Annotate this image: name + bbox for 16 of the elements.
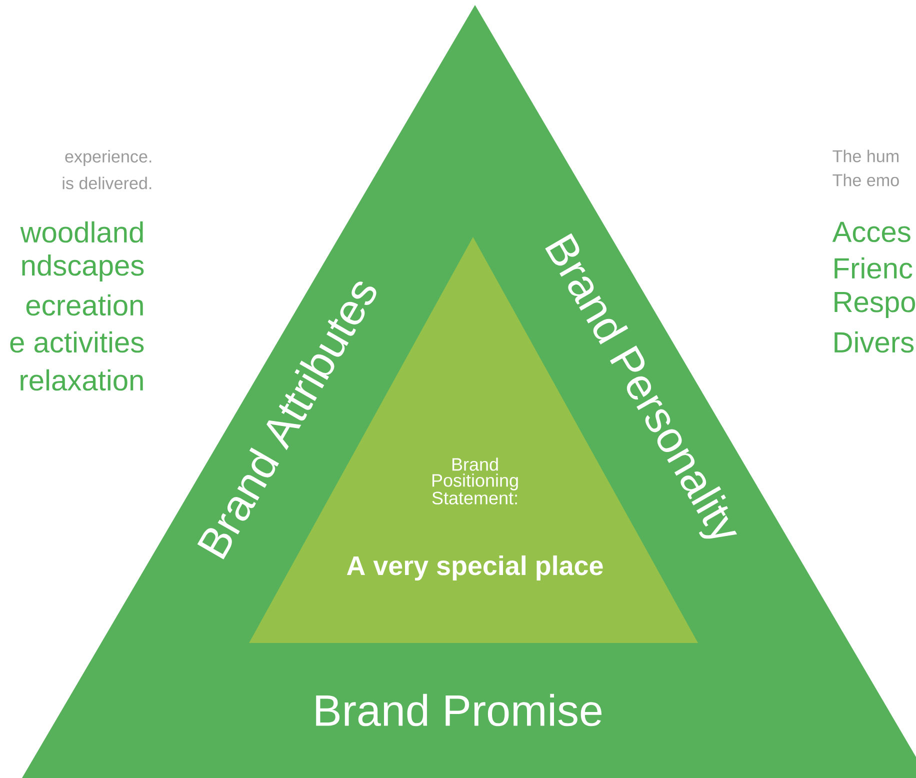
list-item: e activities	[10, 331, 144, 353]
list-item: Divers	[834, 331, 914, 353]
list-item: relaxation	[20, 369, 143, 391]
note-text: is delivered.	[62, 176, 152, 190]
list-item: Acces	[832, 222, 910, 242]
note-text: The emo	[832, 174, 899, 186]
list-item: Frienc	[834, 257, 912, 279]
note-text: The hum	[832, 150, 898, 162]
list-item: ecreation	[26, 294, 143, 316]
statement-label: Brand Positioning Statement:	[432, 458, 518, 504]
statement-text: A very special place	[346, 555, 603, 581]
list-item: Respo	[834, 292, 916, 318]
note-text: experience.	[65, 150, 152, 166]
list-item: woodland	[20, 221, 143, 243]
base-label: Brand Promise	[316, 694, 602, 726]
list-item: ndscapes	[22, 254, 144, 282]
